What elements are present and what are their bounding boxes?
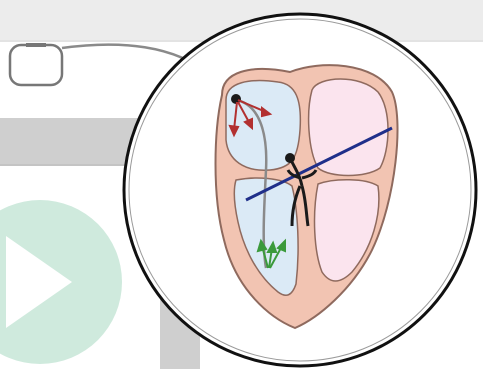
pacemaker-device-icon (10, 45, 62, 85)
av-node (285, 153, 295, 163)
play-button[interactable] (0, 200, 122, 364)
left-atrium (309, 79, 388, 176)
